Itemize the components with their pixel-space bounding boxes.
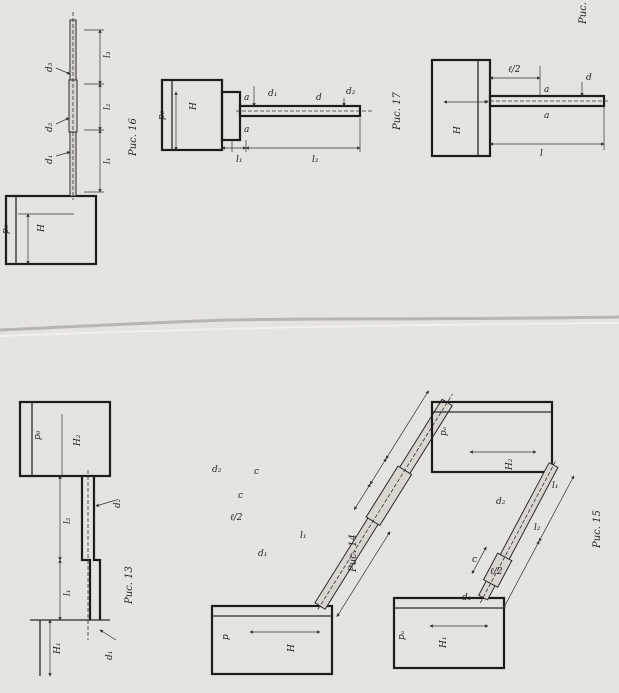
fig17-l1-label: l₁ xyxy=(236,155,243,165)
fig13-d2-label: d₂ xyxy=(113,498,123,508)
fig18-d-label: d xyxy=(586,73,592,83)
fig16-tank xyxy=(4,194,98,266)
paper-fold-highlight xyxy=(0,322,619,337)
fig17-d-label: d xyxy=(316,93,322,103)
figure-17: p₀ H l₁ l₂ a a d₁ d d₂ Рис. 17 xyxy=(157,78,403,165)
fig16-l1-label: l₁ xyxy=(103,158,113,165)
fig16-d2-leader xyxy=(55,117,70,125)
figure-16: p₀ H l₃ l₂ l₁ d₃ d₂ d₁ Рис. 16 xyxy=(1,12,139,266)
fig18-H-label: H xyxy=(453,126,463,135)
fig15-upper-tank xyxy=(430,400,554,474)
fig14-caption: Рис. 14 xyxy=(348,534,359,573)
fig13-d2-leader xyxy=(95,499,117,507)
fig15-d1-label: d₁ xyxy=(462,593,471,603)
fig13-l1-label: l₁ xyxy=(63,590,73,597)
fig17-a-bottom-label: a xyxy=(244,125,249,135)
fig15-pA-label: pₐ xyxy=(397,631,407,640)
fig17-p-label: p₀ xyxy=(157,110,167,120)
fig16-d3-label: d₃ xyxy=(45,62,55,72)
fig16-d1-label: d₁ xyxy=(45,155,55,164)
fig17-caption: Рис. 17 xyxy=(392,92,403,131)
fig15-d2-label: d₂ xyxy=(496,497,506,507)
fig16-d1-leader xyxy=(55,151,71,157)
fig15-H2-label: H₂ xyxy=(505,458,515,471)
fig13-caption: Рис. 13 xyxy=(124,566,135,605)
fig13-H2-label: H₂ xyxy=(73,434,83,447)
fig15-caption: Рис. 15 xyxy=(592,510,603,549)
fig13-pipe-left-wall xyxy=(80,476,92,620)
fig13-H1-label: H₁ xyxy=(53,643,63,655)
fig16-l2-label: l₂ xyxy=(103,103,113,110)
fig14-d2-label: d₂ xyxy=(212,465,222,475)
fig17-H-label: H xyxy=(189,102,199,111)
fig15-c-label: c xyxy=(472,555,477,565)
fig18-tank xyxy=(430,58,492,158)
fig16-d3-leader xyxy=(55,67,71,75)
fig18-caption: Рис. 18 xyxy=(578,0,589,25)
fig13-p-label: p₀ xyxy=(33,430,43,440)
fig14-c2-dimension xyxy=(369,458,387,485)
paper-fold-crease xyxy=(0,315,619,332)
fig13-d1-label: d₁ xyxy=(105,651,115,660)
fig15-l2-label: l₂ xyxy=(534,523,541,533)
fig13-pipe-right-wall xyxy=(92,476,102,620)
fig17-d1-label: d₁ xyxy=(268,89,277,99)
figure-15: pₐ H₁ pₐ H₂ ℓ/2 c l₂ l₁ d₂ d₁ Рис. 15 xyxy=(392,400,603,670)
fig13-l2-label: l₂ xyxy=(63,517,73,524)
fig18-a-top-label: a xyxy=(544,85,549,95)
fig13-d1-leader xyxy=(99,629,117,641)
fig15-pB-label: pₐ xyxy=(439,427,449,436)
fig14-c1-label: c xyxy=(238,491,243,501)
fig14-l1-label: l₁ xyxy=(300,531,307,541)
fig13-upper-tank xyxy=(18,400,112,478)
fig15-half-label: ℓ/2 xyxy=(490,567,503,577)
fig16-p-label: p₀ xyxy=(1,224,11,234)
fig14-d1-label: d₁ xyxy=(258,549,267,559)
fig14-half-dimension xyxy=(385,390,429,460)
fig14-l1-dimension xyxy=(336,531,391,618)
fig18-l-label: l xyxy=(540,149,543,159)
fig14-p-label: p xyxy=(221,634,231,640)
fig15-lower-tank xyxy=(392,596,506,670)
fig14-H-label: H xyxy=(287,644,297,653)
fig17-l2-label: l₂ xyxy=(312,155,319,165)
fig14-c1-dimension xyxy=(354,483,371,511)
fig18-half-label: ℓ/2 xyxy=(508,65,521,75)
fig17-a-top-label: a xyxy=(244,93,249,103)
fig17-d2-label: d₂ xyxy=(346,87,356,97)
figure-18: H ℓ/2 a a d l Рис. 18 xyxy=(430,0,610,159)
figure-13: p₀ H₂ H₁ l₂ l₁ d₂ d₁ Рис. 13 xyxy=(18,400,135,677)
figure-14: p H l₁ ℓ/2 c c d₂ d₁ Рис. 14 xyxy=(210,390,453,676)
fig15-l1-label: l₁ xyxy=(552,481,559,491)
fig18-a-bottom-label: a xyxy=(544,111,549,121)
fig15-l1-dimension xyxy=(538,475,575,542)
fig15-l2-dimension xyxy=(503,540,540,609)
fig16-H-label: H xyxy=(37,224,47,233)
fig14-tank xyxy=(210,604,334,676)
fig16-d2-label: d₂ xyxy=(45,122,55,132)
fig15-H1-label: H₁ xyxy=(439,637,449,649)
fig14-c2-label: c xyxy=(254,467,259,477)
fig16-caption: Рис. 16 xyxy=(128,118,139,157)
fig16-l3-label: l₃ xyxy=(103,51,113,58)
fig15-c-dimension xyxy=(471,546,487,575)
fig14-half-label: ℓ/2 xyxy=(230,513,243,523)
